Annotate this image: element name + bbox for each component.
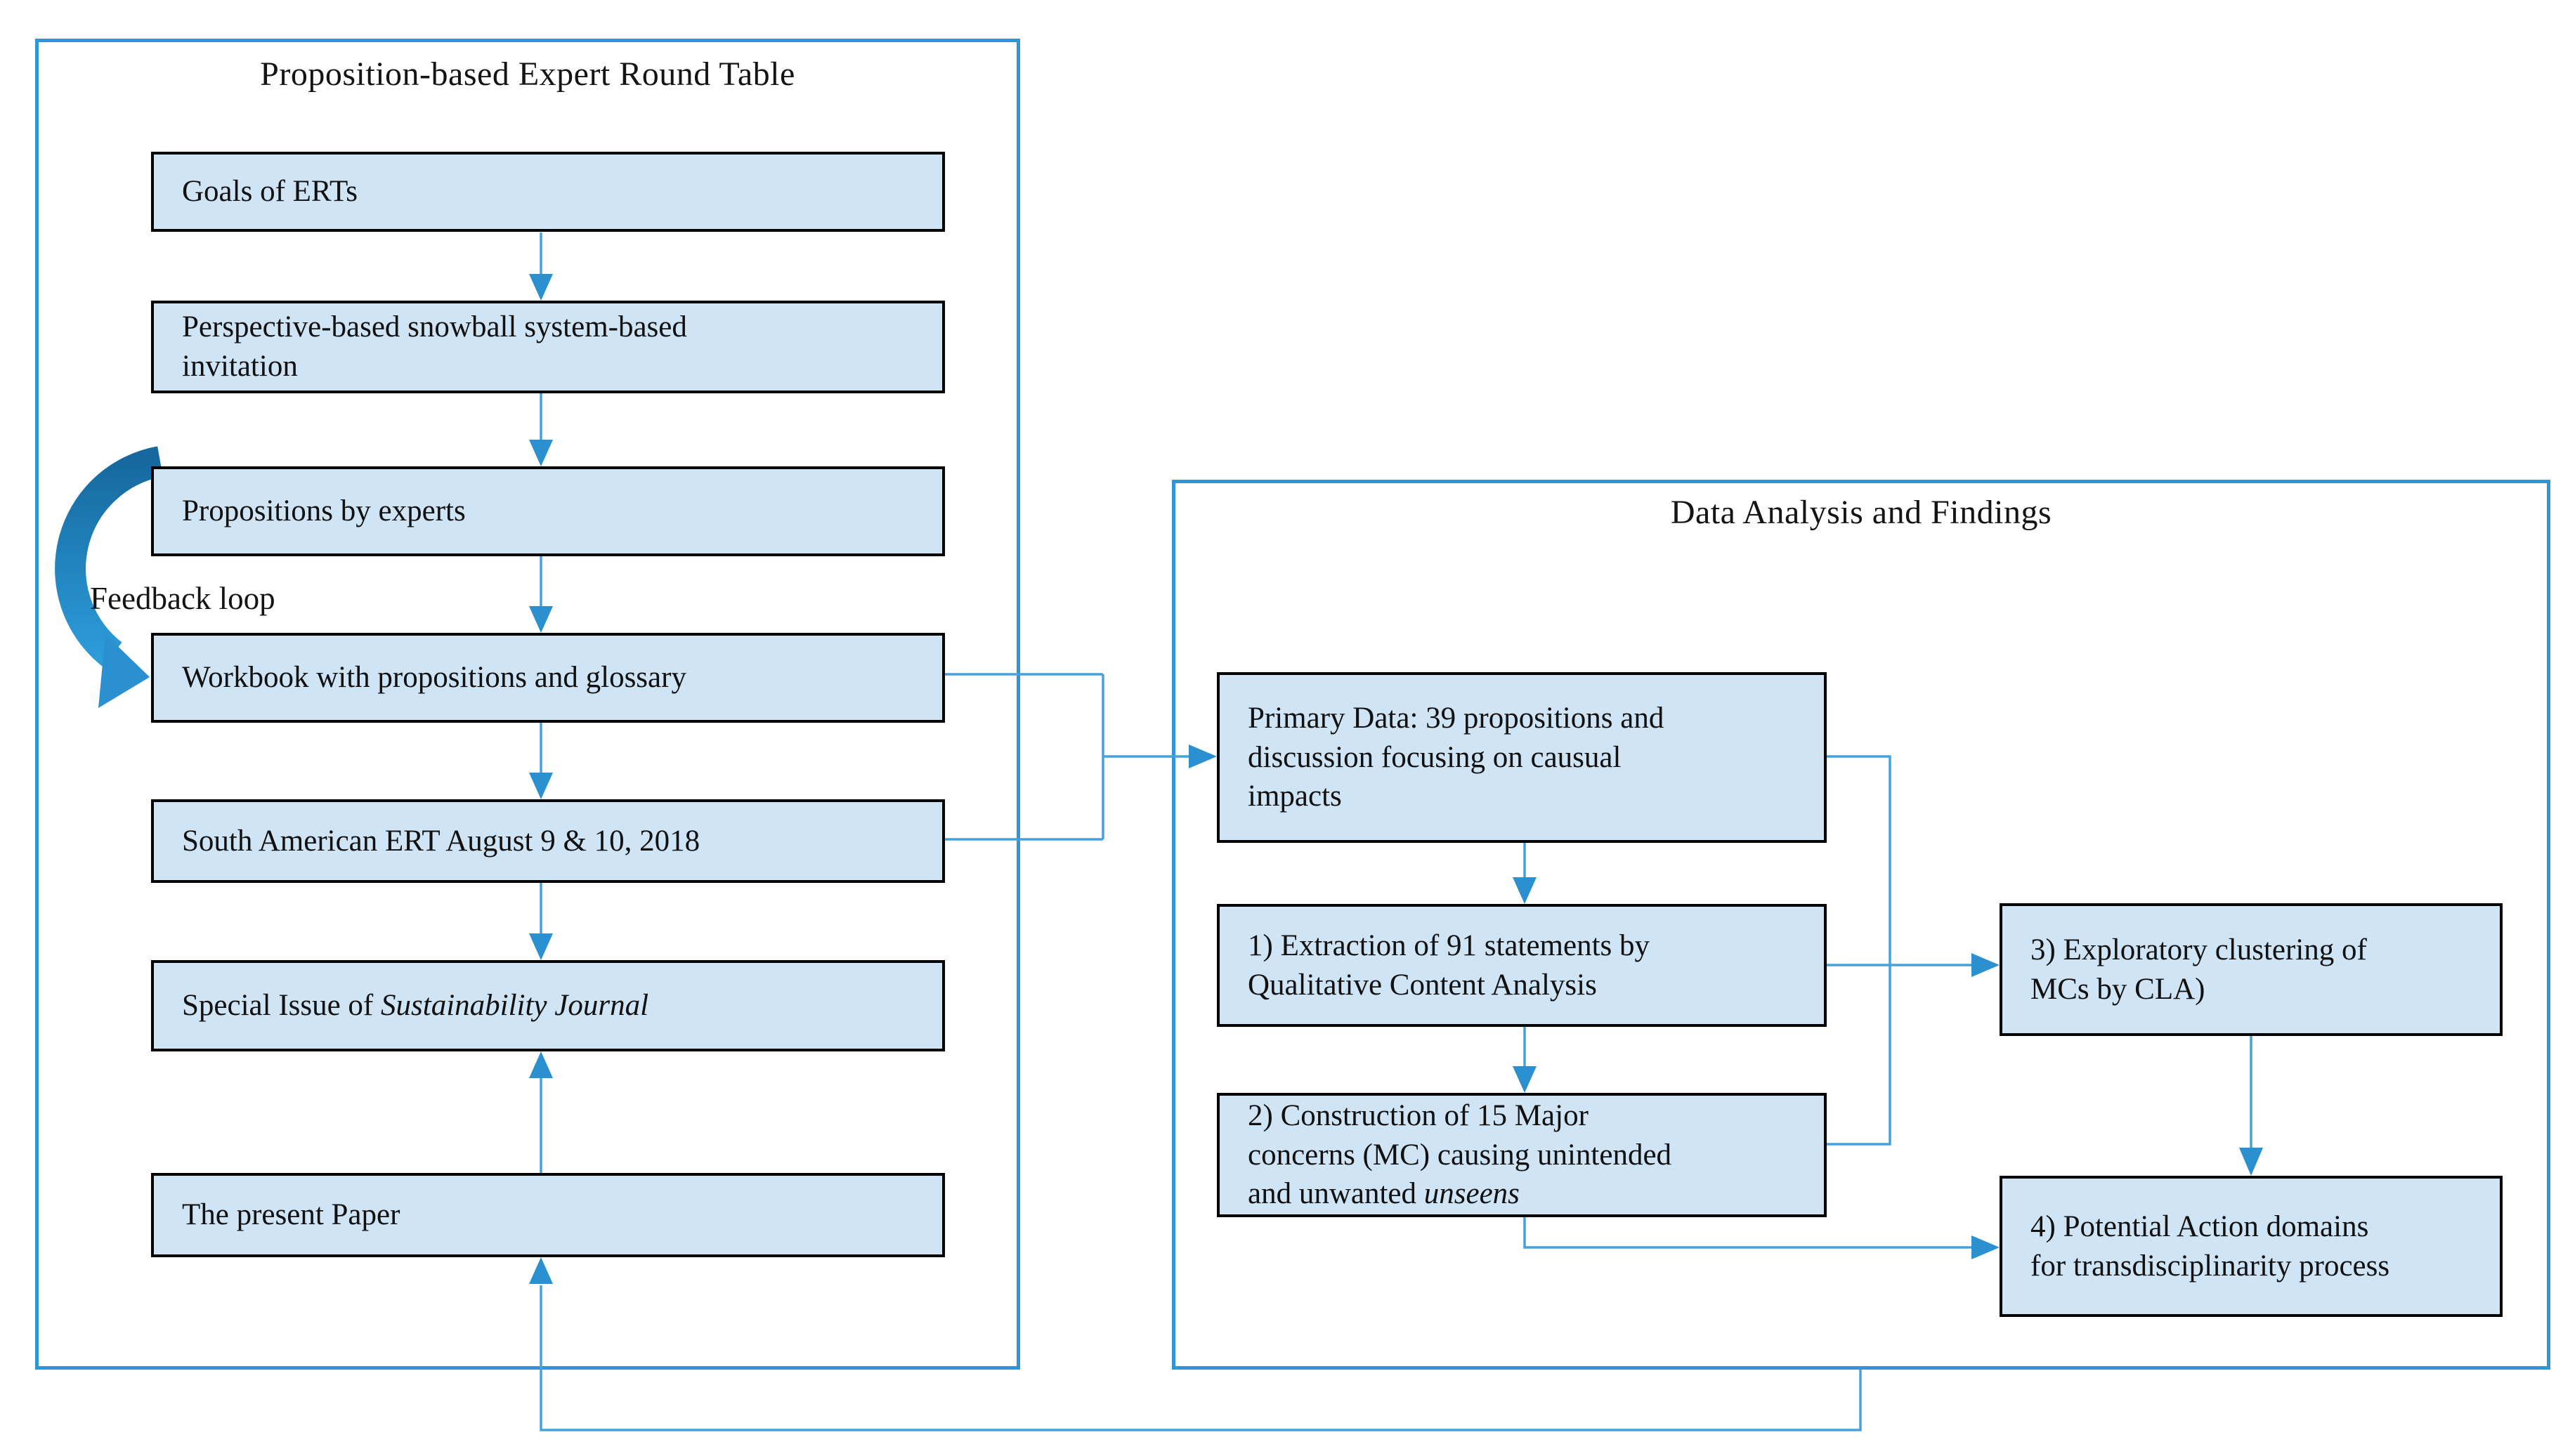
arrow-extraction-to-construction [1513, 1027, 1537, 1093]
box-label-line: invitation [182, 350, 298, 383]
left-panel-frame [35, 39, 1020, 1370]
box-workbook: Workbook with propositions and glossary [151, 633, 945, 723]
box-extraction-statements: 1) Extraction of 91 statements by Qualit… [1217, 904, 1827, 1027]
arrow-invitation-to-propositions [529, 393, 553, 466]
feedback-route-to-paper [529, 1257, 1862, 1431]
box-label: The present Paper [182, 1198, 400, 1232]
box-label: Propositions by experts [182, 494, 466, 528]
feedback-loop-arc [55, 446, 164, 667]
box-snowball-invitation: Perspective-based snowball system-based … [151, 301, 945, 393]
arrow-workbook-to-ert [529, 723, 553, 799]
box-construction-major-concerns: 2) Construction of 15 Major concerns (MC… [1217, 1093, 1827, 1217]
right-panel-frame [1172, 480, 2550, 1370]
box-label-line: discussion focusing on causual [1248, 740, 1622, 774]
connector-primary-to-construction [1824, 755, 1891, 1146]
box-label-italic: Sustainability Journal [381, 989, 649, 1023]
box-label-line: Perspective-based snowball system-based [182, 310, 687, 344]
box-special-issue: Special Issue of Sustainability Journal [151, 960, 945, 1051]
box-goals-of-erts: Goals of ERTs [151, 152, 945, 232]
box-present-paper: The present Paper [151, 1173, 945, 1257]
box-label-line: 4) Potential Action domains [2030, 1209, 2369, 1243]
box-south-american-ert: South American ERT August 9 & 10, 2018 [151, 799, 945, 883]
arrow-extraction-to-clustering [1827, 953, 2000, 977]
box-label: Goals of ERTs [182, 175, 358, 209]
box-label-line: MCs by CLA) [2030, 972, 2205, 1006]
arrow-construction-to-action-domains [1523, 1217, 2000, 1259]
box-label-prefix: and unwanted [1248, 1177, 1424, 1211]
arrow-ert-to-special-issue [529, 883, 553, 960]
left-panel-title: Proposition-based Expert Round Table [260, 55, 795, 93]
box-label: Workbook with propositions and glossary [182, 661, 686, 695]
box-label: South American ERT August 9 & 10, 2018 [182, 824, 700, 858]
box-label-line: and unwanted unseens [1248, 1174, 1807, 1214]
box-label: Special Issue of Sustainability Journal [182, 986, 925, 1025]
box-label-prefix: Special Issue of [182, 989, 381, 1023]
feedback-loop-arrowhead-icon [98, 634, 150, 708]
box-label-line: 1) Extraction of 91 statements by [1248, 929, 1650, 962]
box-label-italic: unseens [1423, 1177, 1520, 1211]
right-panel-title: Data Analysis and Findings [1670, 494, 2052, 531]
arrow-propositions-to-workbook [529, 556, 553, 633]
arrow-primary-to-extraction [1513, 843, 1537, 904]
arrow-goals-to-invitation [529, 232, 553, 301]
box-propositions-by-experts: Propositions by experts [151, 466, 945, 556]
box-exploratory-clustering: 3) Exploratory clustering of MCs by CLA) [2000, 903, 2503, 1036]
feedback-loop-label: Feedback loop [90, 581, 275, 616]
box-label-line: concerns (MC) causing unintended [1248, 1138, 1672, 1172]
box-label-line: 3) Exploratory clustering of [2030, 933, 2367, 966]
box-label-line: impacts [1248, 780, 1342, 813]
arrow-paper-to-special-issue [529, 1051, 553, 1173]
connector-workbook-ert-to-primary [945, 673, 1217, 841]
arrow-clustering-to-action-domains [2239, 1036, 2263, 1176]
box-primary-data: Primary Data: 39 propositions and discus… [1217, 672, 1827, 843]
box-label-line: 2) Construction of 15 Major [1248, 1098, 1589, 1132]
box-label-line: Qualitative Content Analysis [1248, 968, 1597, 1002]
box-label-line: Primary Data: 39 propositions and [1248, 701, 1664, 735]
box-potential-action-domains: 4) Potential Action domains for transdis… [2000, 1176, 2503, 1317]
box-label-line: for transdisciplinarity process [2030, 1249, 2390, 1283]
